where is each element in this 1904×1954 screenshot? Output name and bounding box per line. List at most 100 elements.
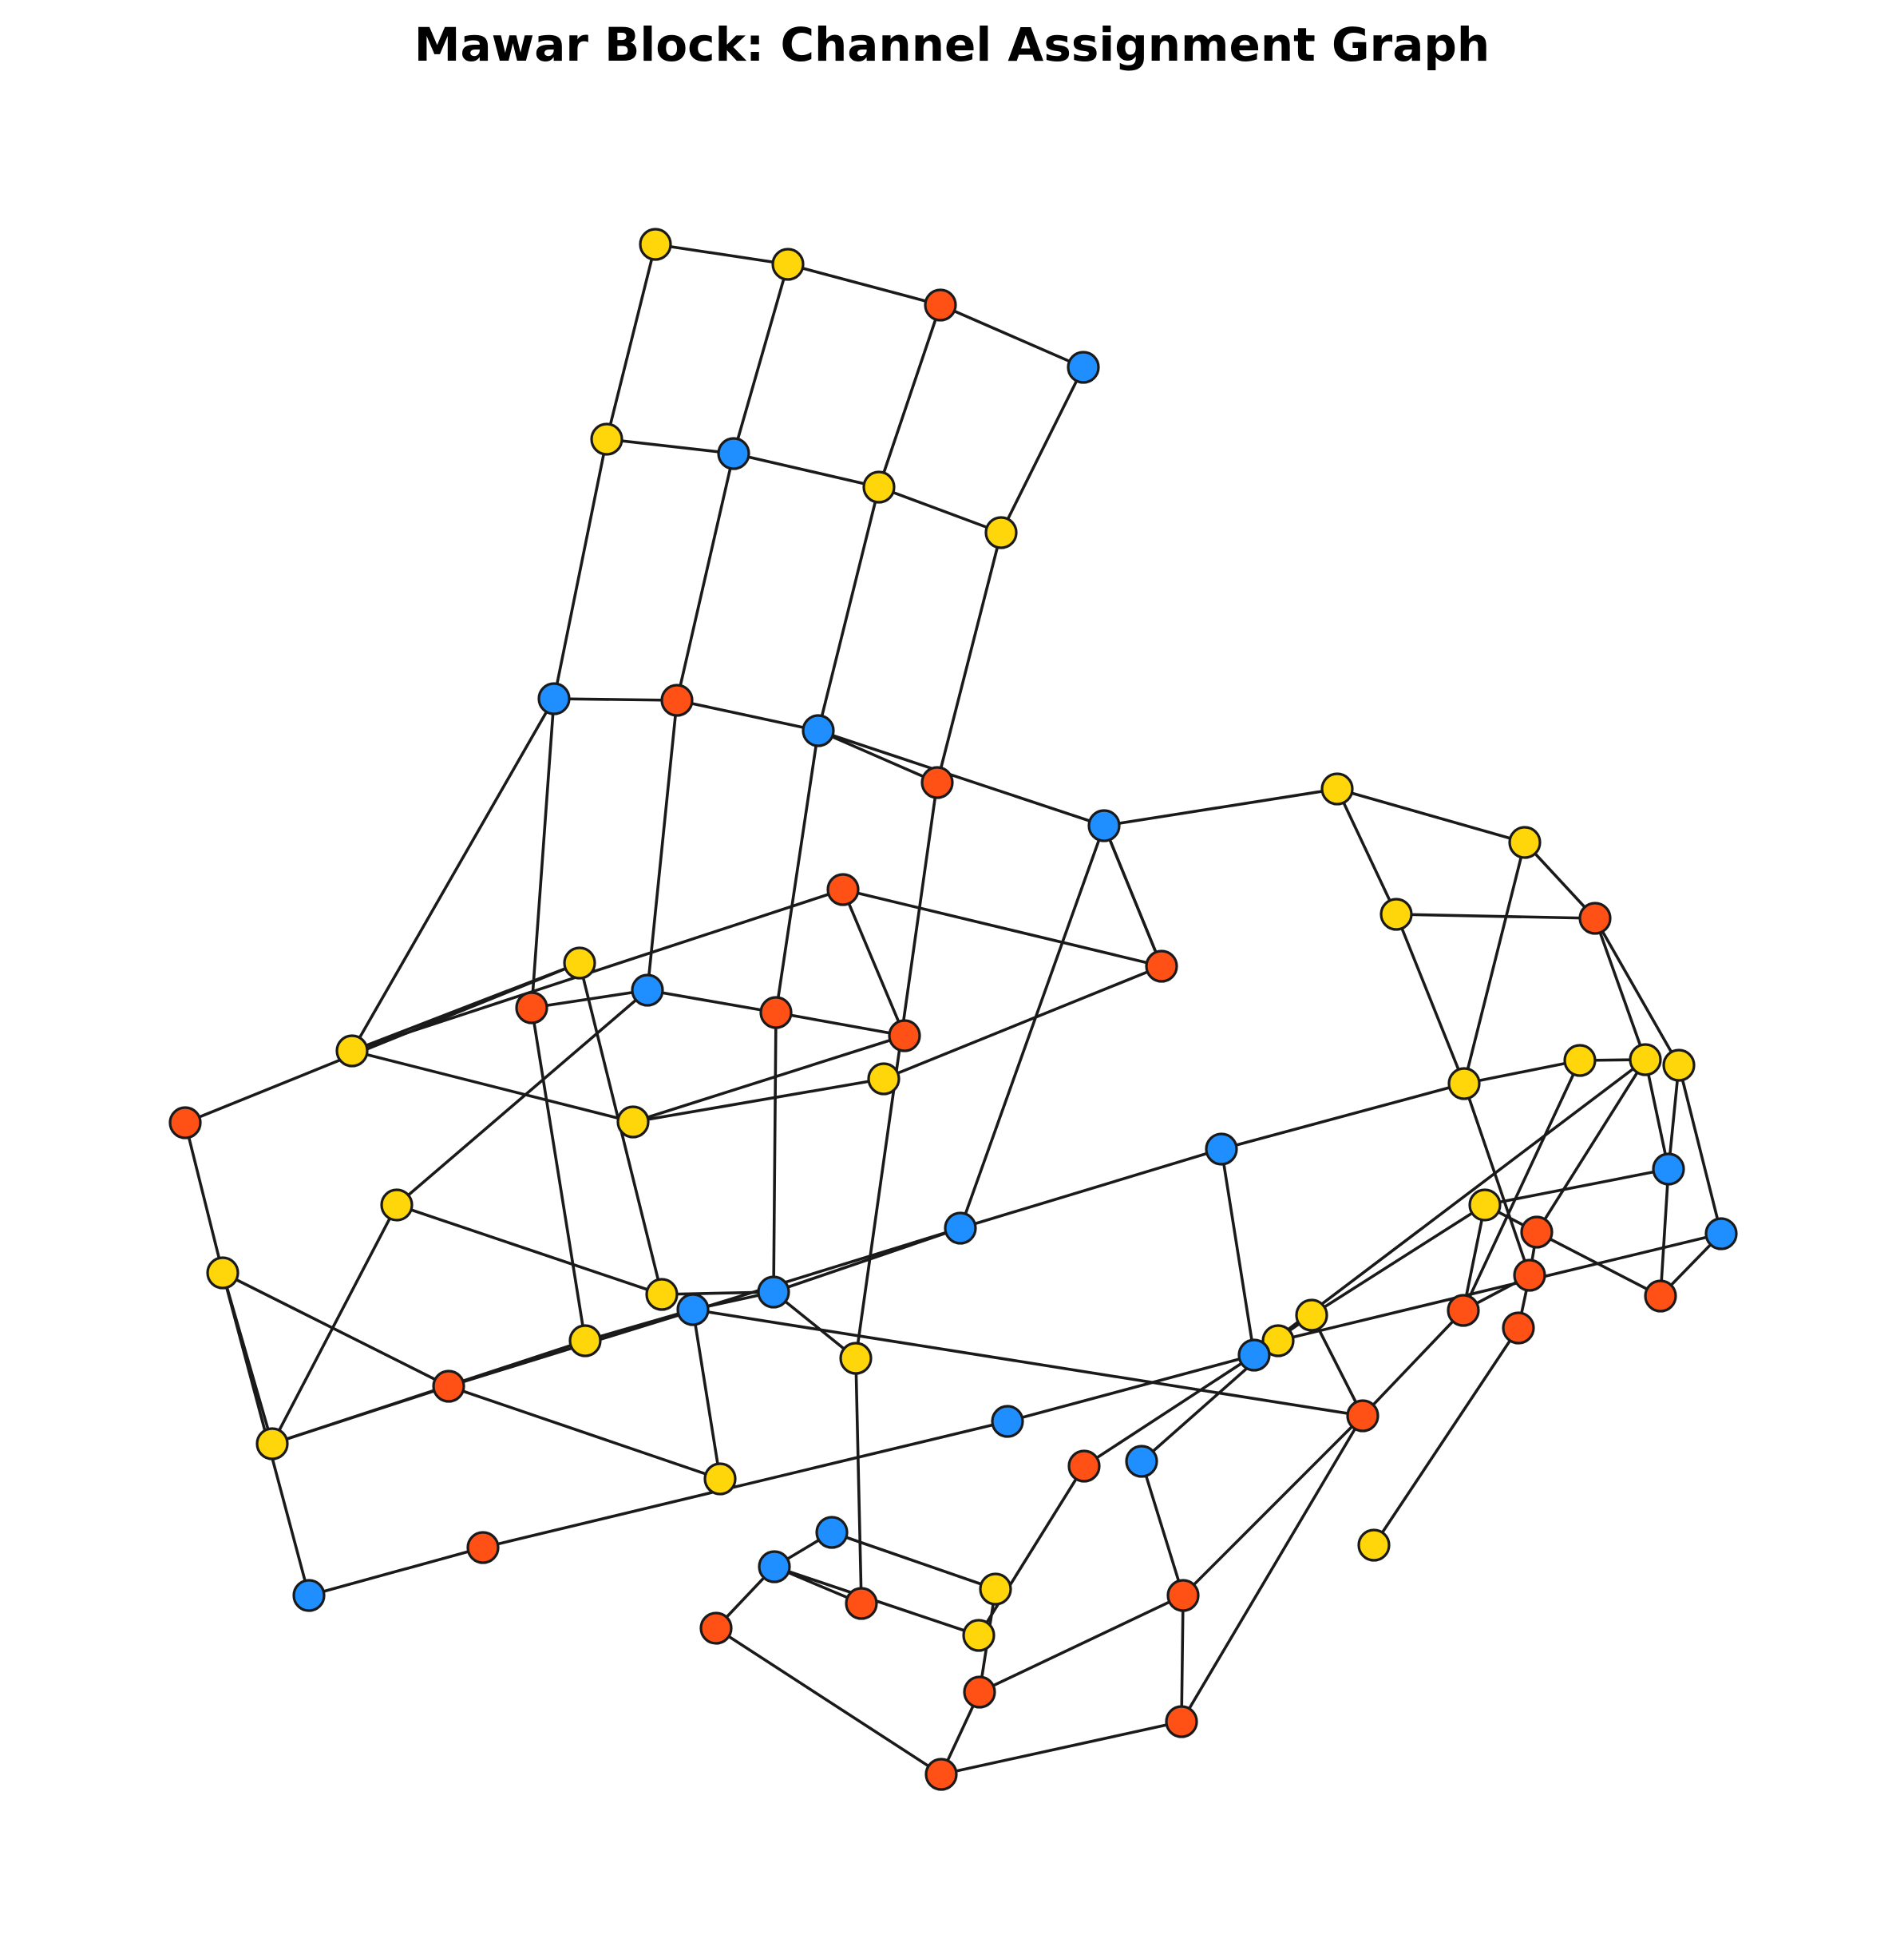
graph-node-red bbox=[924, 288, 957, 322]
graph-node-blue bbox=[802, 714, 835, 747]
graph-node-blue bbox=[292, 1579, 326, 1612]
graph-edge bbox=[1336, 788, 1398, 915]
graph-node-red bbox=[1346, 1399, 1380, 1433]
graph-edge bbox=[1336, 787, 1526, 844]
graph-edge bbox=[977, 1465, 1086, 1636]
graph-node-blue bbox=[537, 682, 571, 715]
graph-edge bbox=[1180, 1595, 1185, 1722]
graph-node-yellow bbox=[335, 1034, 369, 1068]
graph-edge bbox=[732, 264, 790, 454]
graph-node-yellow bbox=[616, 1105, 650, 1139]
graph-node-blue bbox=[757, 1275, 790, 1309]
graph-edge bbox=[1484, 1167, 1669, 1207]
graph-node-red bbox=[1145, 949, 1178, 983]
graph-node-blue bbox=[944, 1211, 977, 1245]
graph-node-red bbox=[1447, 1294, 1480, 1327]
chart-title: Mawar Block: Channel Assignment Graph bbox=[414, 18, 1490, 72]
graph-edge bbox=[1659, 1168, 1670, 1297]
graph-edge bbox=[960, 1147, 1222, 1230]
graph-edge bbox=[271, 1339, 586, 1445]
graph-node-red bbox=[699, 1611, 733, 1645]
graph-node-red bbox=[1067, 1449, 1101, 1483]
graph-node-red bbox=[826, 873, 860, 906]
graph-edge bbox=[350, 698, 556, 1052]
graph-node-red bbox=[1644, 1279, 1677, 1313]
graph-node-red bbox=[1520, 1215, 1554, 1249]
graph-node-yellow bbox=[639, 228, 672, 261]
graph-node-red bbox=[1165, 1705, 1198, 1738]
graph-edge bbox=[979, 1594, 1184, 1694]
graph-edge bbox=[482, 1420, 1008, 1549]
graph-edge bbox=[646, 700, 679, 991]
graph-edge bbox=[1372, 1327, 1520, 1546]
graph-node-yellow bbox=[1508, 826, 1542, 859]
graph-edge bbox=[1644, 1059, 1670, 1170]
graph-node-yellow bbox=[703, 1462, 737, 1496]
graph-edge bbox=[395, 989, 649, 1207]
graph-node-blue bbox=[631, 973, 664, 1007]
graph-edge bbox=[1463, 1059, 1581, 1085]
graph-edge bbox=[553, 697, 678, 702]
graph-node-red bbox=[515, 991, 548, 1025]
graph-node-red bbox=[924, 1758, 958, 1791]
graph-node-yellow bbox=[645, 1278, 679, 1311]
graph-edge bbox=[1182, 1414, 1364, 1597]
graph-edge bbox=[1310, 1314, 1364, 1417]
graph-edge bbox=[632, 1034, 905, 1124]
graph-edge bbox=[692, 1308, 1364, 1417]
graph-edge bbox=[1463, 1083, 1531, 1276]
graph-edge bbox=[1535, 1059, 1647, 1233]
graph-edge bbox=[775, 1011, 905, 1037]
graph-edge bbox=[675, 453, 735, 701]
graph-edge bbox=[271, 1204, 398, 1445]
graph-node-yellow bbox=[590, 422, 623, 456]
graph-edge bbox=[676, 699, 819, 732]
graph-node-blue bbox=[1237, 1338, 1271, 1372]
graph-edge bbox=[940, 303, 1084, 369]
graph-node-yellow bbox=[568, 1324, 602, 1357]
graph-node-red bbox=[845, 1587, 878, 1620]
graph-node-yellow bbox=[1662, 1048, 1696, 1082]
graph-edge bbox=[632, 1077, 885, 1124]
graph-edge bbox=[1311, 1203, 1486, 1317]
graph-node-yellow bbox=[380, 1188, 414, 1222]
graph-edge bbox=[817, 729, 1105, 827]
graph-node-red bbox=[660, 684, 694, 717]
graph-node-yellow bbox=[984, 516, 1018, 549]
graph-edge bbox=[817, 486, 881, 731]
graph-edge bbox=[1593, 918, 1647, 1060]
graph-edge bbox=[1102, 825, 1163, 967]
graph-edge bbox=[1667, 1064, 1680, 1170]
graph-edge bbox=[854, 1357, 863, 1604]
graph-edge bbox=[831, 1531, 996, 1591]
graph-edge bbox=[1395, 913, 1596, 920]
graph-edge bbox=[1593, 918, 1680, 1066]
graph-edge bbox=[691, 1309, 722, 1480]
graph-node-blue bbox=[1067, 351, 1100, 384]
graph-edge bbox=[936, 532, 1003, 783]
graph-edge bbox=[1395, 914, 1466, 1084]
graph-node-blue bbox=[1125, 1445, 1158, 1478]
graph-edge bbox=[774, 730, 820, 1013]
graph-edge bbox=[530, 1007, 587, 1342]
graph-node-yellow bbox=[862, 470, 896, 504]
graph-node-yellow bbox=[1563, 1044, 1597, 1077]
edge-layer bbox=[184, 243, 1723, 1776]
graph-edge bbox=[1180, 1415, 1364, 1722]
graph-edge bbox=[1140, 1461, 1185, 1596]
graph-node-red bbox=[1166, 1579, 1200, 1612]
graph-node-blue bbox=[991, 1405, 1024, 1438]
graph-edge bbox=[1083, 1354, 1255, 1468]
graph-edge bbox=[184, 961, 580, 1124]
graph-node-yellow bbox=[1295, 1298, 1328, 1332]
graph-node-blue bbox=[1704, 1217, 1738, 1250]
graph-node-red bbox=[432, 1369, 465, 1403]
graph-node-yellow bbox=[962, 1619, 996, 1652]
graph-edge bbox=[1523, 841, 1597, 920]
graph-node-yellow bbox=[979, 1572, 1012, 1606]
graph-edge bbox=[772, 1012, 778, 1293]
graph-edge bbox=[842, 888, 1162, 968]
graph-edge bbox=[1000, 367, 1085, 533]
graph-edge bbox=[1221, 1082, 1465, 1151]
